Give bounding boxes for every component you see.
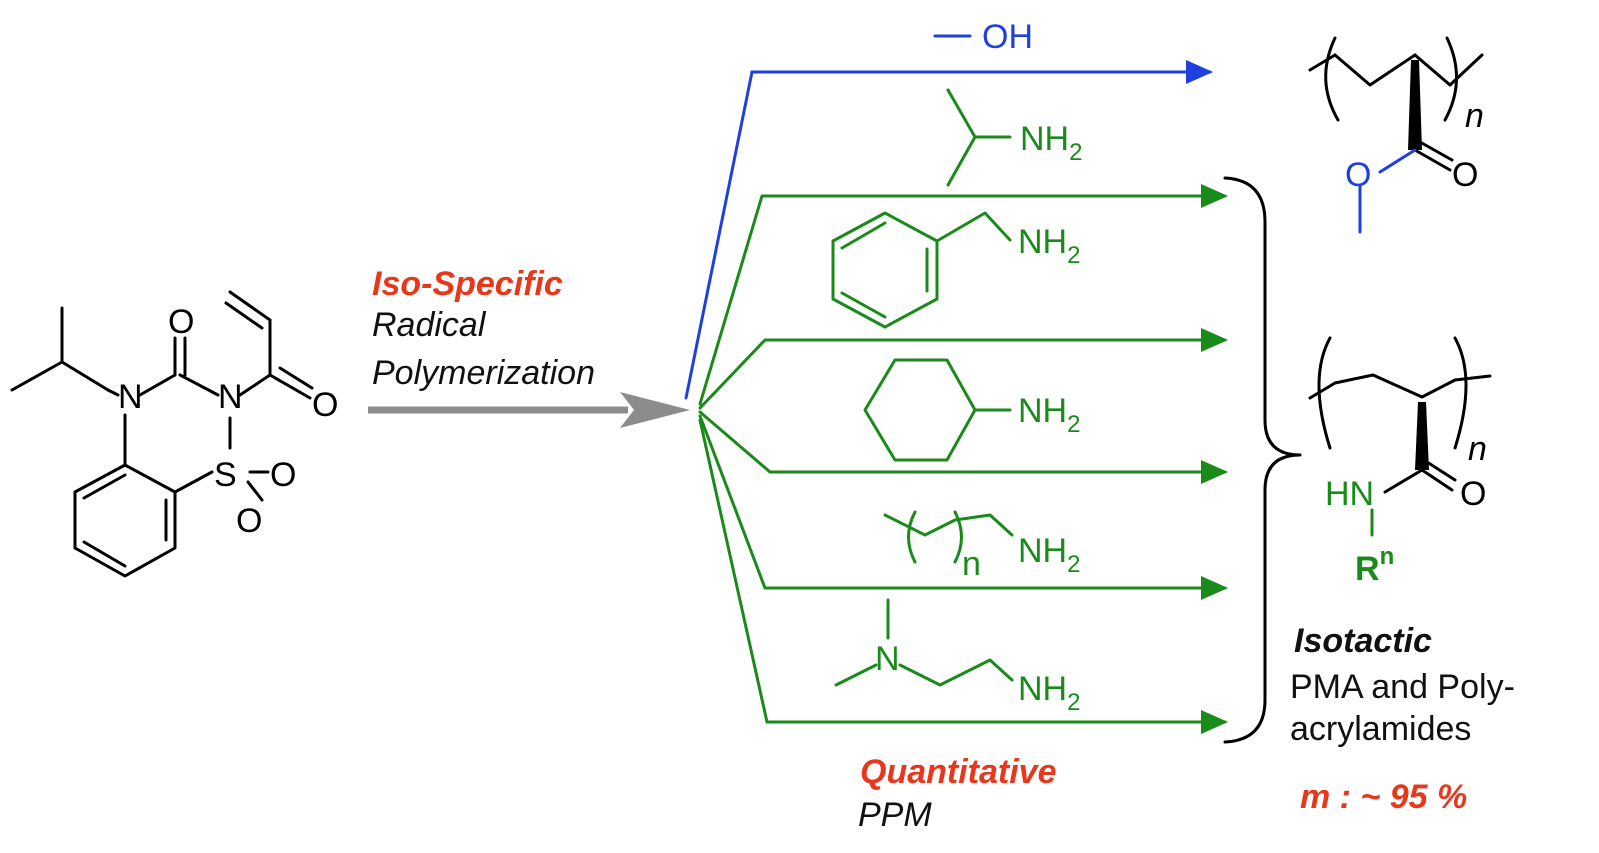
alkylamine-reagent: n NH2 (883, 510, 1080, 583)
monomer-atom-o-urea: O (168, 303, 194, 341)
amine-branch-arrow-2 (698, 328, 1228, 410)
alkylamine-n: n (962, 545, 981, 583)
step1-line3: Polymerization (372, 354, 595, 392)
amine-branch-arrow-5 (698, 418, 1228, 734)
monomer-atom-n2: N (218, 378, 243, 416)
pam-o: O (1460, 475, 1486, 513)
summary-tacticity: m : ~ 95 % (1300, 778, 1467, 816)
amine-branch-arrow-1 (698, 184, 1228, 406)
pam-n: n (1468, 430, 1487, 468)
branch-arrows (684, 60, 1228, 734)
monomer-atom-n1: N (118, 378, 143, 416)
methanol-oh: OH (982, 18, 1033, 56)
pam-r: Rn (1355, 543, 1394, 588)
pma-product: n O O (1308, 36, 1484, 234)
pma-n: n (1465, 97, 1484, 135)
polymerization-step: Iso-Specific Radical Polymerization (368, 265, 690, 428)
amine-branch-arrow-3 (698, 410, 1228, 484)
cyclohexylamine-reagent: NH2 (863, 358, 1080, 462)
summary-isotactic: Isotactic (1294, 622, 1432, 660)
isopropylamine-reagent: NH2 (946, 88, 1082, 187)
acryloyl-benzothiadiazine-monomer: N N O O S O O (10, 290, 338, 578)
pam-hn: HN (1325, 475, 1374, 513)
monomer-atom-o-s1: O (270, 456, 296, 494)
isopropylamine-nh: NH2 (1020, 120, 1082, 166)
monomer-atom-o-acryl: O (312, 386, 338, 424)
summary-line2: PMA and Poly- (1290, 668, 1515, 706)
step2-title: Quantitative (860, 753, 1056, 791)
main-arrow-head (620, 392, 690, 428)
step2-line2: PPM (858, 796, 932, 834)
methanol-branch-arrow (684, 60, 1213, 400)
benzylamine-reagent: NH2 (831, 211, 1080, 329)
summary-line3: acrylamides (1290, 710, 1471, 748)
methanol-reagent: OH (933, 18, 1033, 56)
step1-line2: Radical (372, 306, 487, 344)
product-summary: Isotactic PMA and Poly- acrylamides m : … (1290, 622, 1515, 816)
pma-o1: O (1345, 156, 1371, 194)
monomer-atom-o-s2: O (236, 502, 262, 540)
benzylamine-nh: NH2 (1018, 223, 1080, 269)
monomer-atom-s: S (214, 456, 237, 494)
polyacrylamide-product: n HN O Rn (1308, 336, 1492, 588)
diamine-nh: NH2 (1018, 670, 1080, 716)
cyclohexylamine-nh: NH2 (1018, 392, 1080, 438)
diamine-n: N (875, 640, 900, 678)
product-brace (1223, 176, 1302, 744)
pma-o2: O (1452, 156, 1478, 194)
step1-title: Iso-Specific (372, 265, 563, 303)
amine-branch-arrow-4 (698, 414, 1228, 600)
diamine-reagent: N NH2 (834, 598, 1080, 716)
ppm-step: Quantitative PPM (858, 753, 1056, 834)
alkylamine-nh: NH2 (1018, 532, 1080, 578)
